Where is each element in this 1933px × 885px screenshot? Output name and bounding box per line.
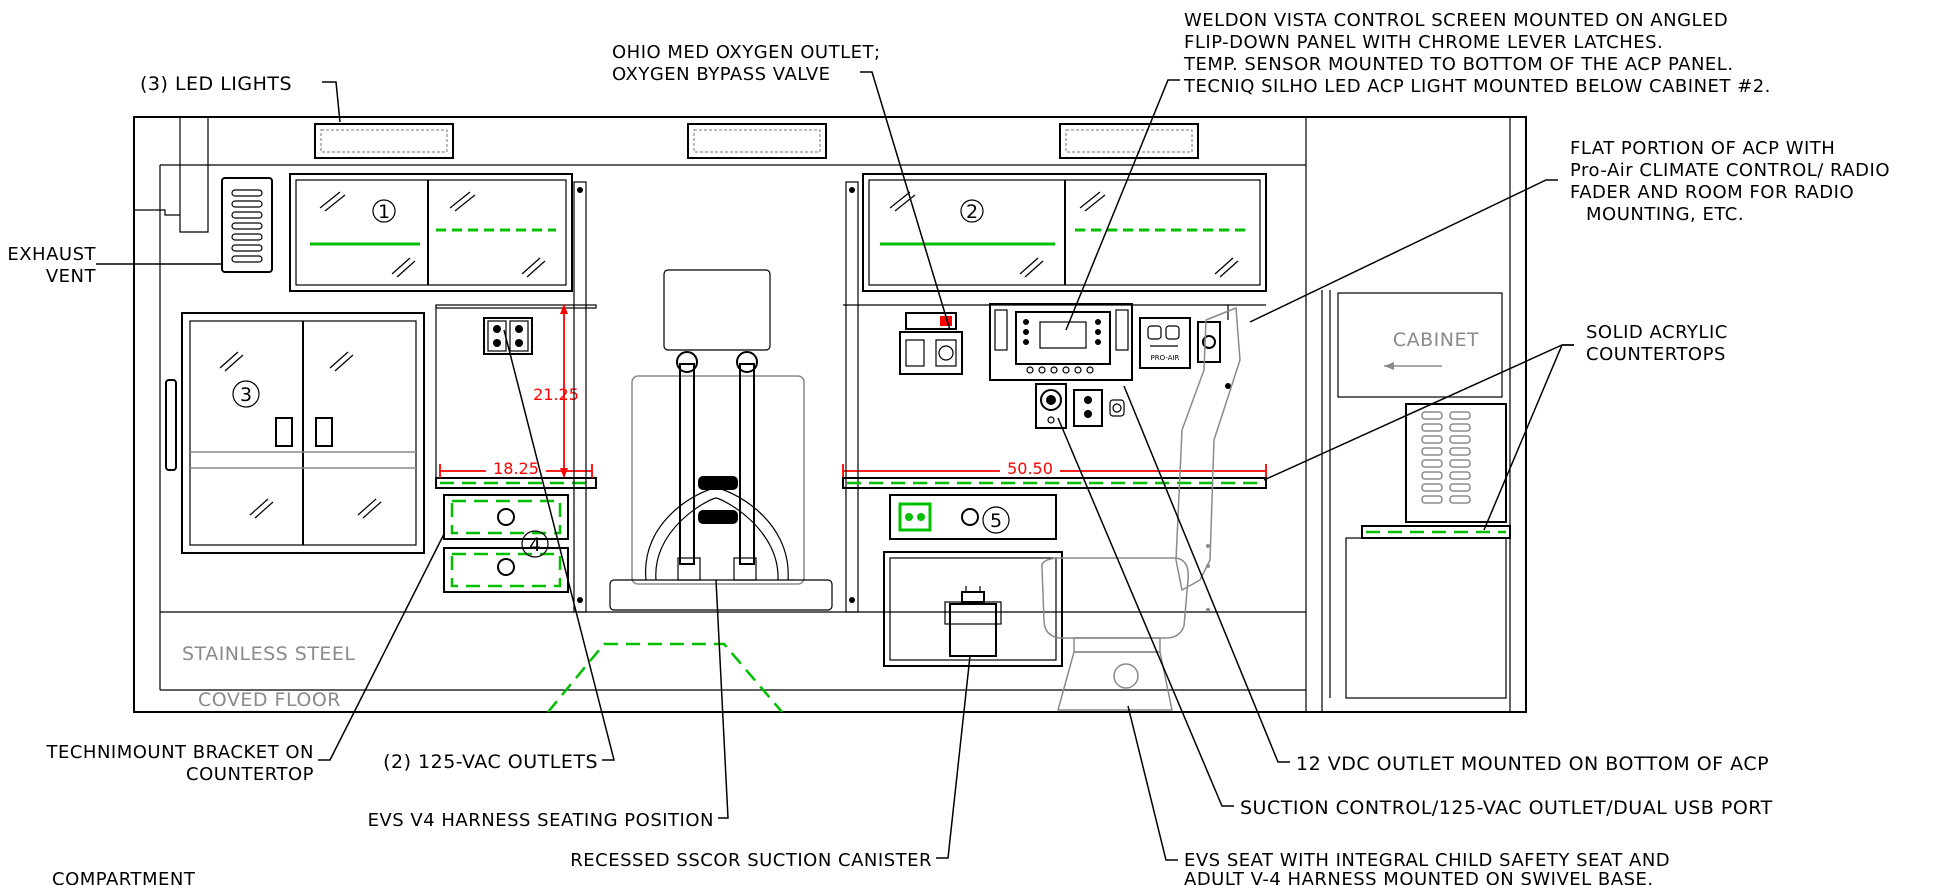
annotations: (3) LED LIGHTS EXHAUST VENT OHIO MED OXY… bbox=[7, 10, 1890, 885]
oxygen-label-line1: OHIO MED OXYGEN OUTLET; bbox=[612, 42, 881, 63]
dimension-left-counter: 18.25 bbox=[493, 459, 539, 478]
sscor-suction-canister bbox=[944, 586, 1002, 657]
dimension-right-counter: 50.50 bbox=[1007, 459, 1053, 478]
pro-air-climate-control: PRO-AIR bbox=[1139, 305, 1231, 389]
led-light-fixtures bbox=[314, 123, 1199, 159]
callout-4: 4 bbox=[529, 534, 541, 556]
callout-2: 2 bbox=[966, 201, 978, 223]
leader-lines bbox=[96, 71, 1574, 861]
weldon-label-line2: FLIP-DOWN PANEL WITH CHROME LEVER LATCHE… bbox=[1184, 32, 1663, 53]
callout-1: 1 bbox=[378, 201, 390, 223]
cabinet-label: CABINET bbox=[1393, 329, 1479, 351]
weldon-label-line4: TECNIQ SILHO LED ACP LIGHT MOUNTED BELOW… bbox=[1183, 76, 1771, 97]
acrylic-label-line2: COUNTERTOPS bbox=[1586, 344, 1726, 365]
acp-label-line1: FLAT PORTION OF ACP WITH bbox=[1570, 138, 1835, 159]
acp-label-line2: Pro-Air CLIMATE CONTROL/ RADIO bbox=[1570, 160, 1890, 181]
exhaust-vent bbox=[221, 177, 273, 273]
evs-seat-label-line1: EVS SEAT WITH INTEGRAL CHILD SAFETY SEAT… bbox=[1184, 850, 1670, 871]
oxygen-label-line2: OXYGEN BYPASS VALVE bbox=[612, 64, 831, 85]
coved-floor-label: COVED FLOOR bbox=[198, 689, 341, 711]
compartment-label: COMPARTMENT bbox=[52, 869, 196, 885]
suction-control-label: SUCTION CONTROL/125-VAC OUTLET/DUAL USB … bbox=[1240, 797, 1773, 819]
acrylic-label-line1: SOLID ACRYLIC bbox=[1586, 322, 1728, 343]
exhaust-vent-label-line2: VENT bbox=[46, 266, 97, 287]
vac-outlets-label: (2) 125-VAC OUTLETS bbox=[383, 751, 598, 773]
side-cabinet-3: 3 bbox=[165, 312, 425, 554]
weldon-vista-control-screen bbox=[989, 303, 1133, 381]
callout-5: 5 bbox=[990, 510, 1002, 532]
dimension-markers: 21.25 18.25 50.50 bbox=[439, 304, 1267, 478]
right-side-cabinet: CABINET bbox=[1321, 290, 1511, 712]
harness-position-label: EVS V4 HARNESS SEATING POSITION bbox=[368, 810, 714, 831]
led-light bbox=[1059, 123, 1199, 159]
left-counter: 4 bbox=[435, 304, 597, 593]
stainless-steel-label: STAINLESS STEEL bbox=[182, 643, 356, 665]
led-lights-label: (3) LED LIGHTS bbox=[140, 73, 292, 95]
weldon-label-line1: WELDON VISTA CONTROL SCREEN MOUNTED ON A… bbox=[1184, 10, 1728, 31]
evs-harness-seat bbox=[573, 181, 859, 613]
technimount-label-line1: TECHNIMOUNT BRACKET ON bbox=[45, 742, 314, 763]
exhaust-vent-label-line1: EXHAUST bbox=[7, 244, 96, 265]
acp-label-line3: FADER AND ROOM FOR RADIO bbox=[1570, 182, 1854, 203]
upper-cabinet-2: 2 bbox=[862, 173, 1267, 292]
pro-air-label: PRO-AIR bbox=[1151, 354, 1180, 362]
led-light bbox=[314, 123, 454, 159]
vdc-outlet-label: 12 VDC OUTLET MOUNTED ON BOTTOM OF ACP bbox=[1296, 753, 1769, 775]
right-counter: 5 bbox=[842, 304, 1267, 667]
suction-canister-label: RECESSED SSCOR SUCTION CANISTER bbox=[570, 850, 932, 871]
evs-seat-label-line2: ADULT V-4 HARNESS MOUNTED ON SWIVEL BASE… bbox=[1184, 869, 1654, 885]
technimount-label-line2: COUNTERTOP bbox=[186, 764, 314, 785]
weldon-label-line3: TEMP. SENSOR MOUNTED TO BOTTOM OF THE AC… bbox=[1183, 54, 1734, 75]
dimension-height-outlets: 21.25 bbox=[533, 385, 579, 404]
coved-floor: STAINLESS STEEL COVED FLOOR bbox=[182, 642, 783, 713]
led-light bbox=[687, 123, 827, 159]
suction-control-usb-panel bbox=[1035, 383, 1125, 429]
evs-seat bbox=[1041, 306, 1241, 711]
oxygen-outlet-panel bbox=[899, 312, 963, 375]
upper-cabinet-1: 1 bbox=[289, 173, 573, 292]
module-outline bbox=[133, 116, 1527, 713]
callout-3: 3 bbox=[240, 384, 252, 406]
acp-label-line4: MOUNTING, ETC. bbox=[1586, 204, 1744, 225]
